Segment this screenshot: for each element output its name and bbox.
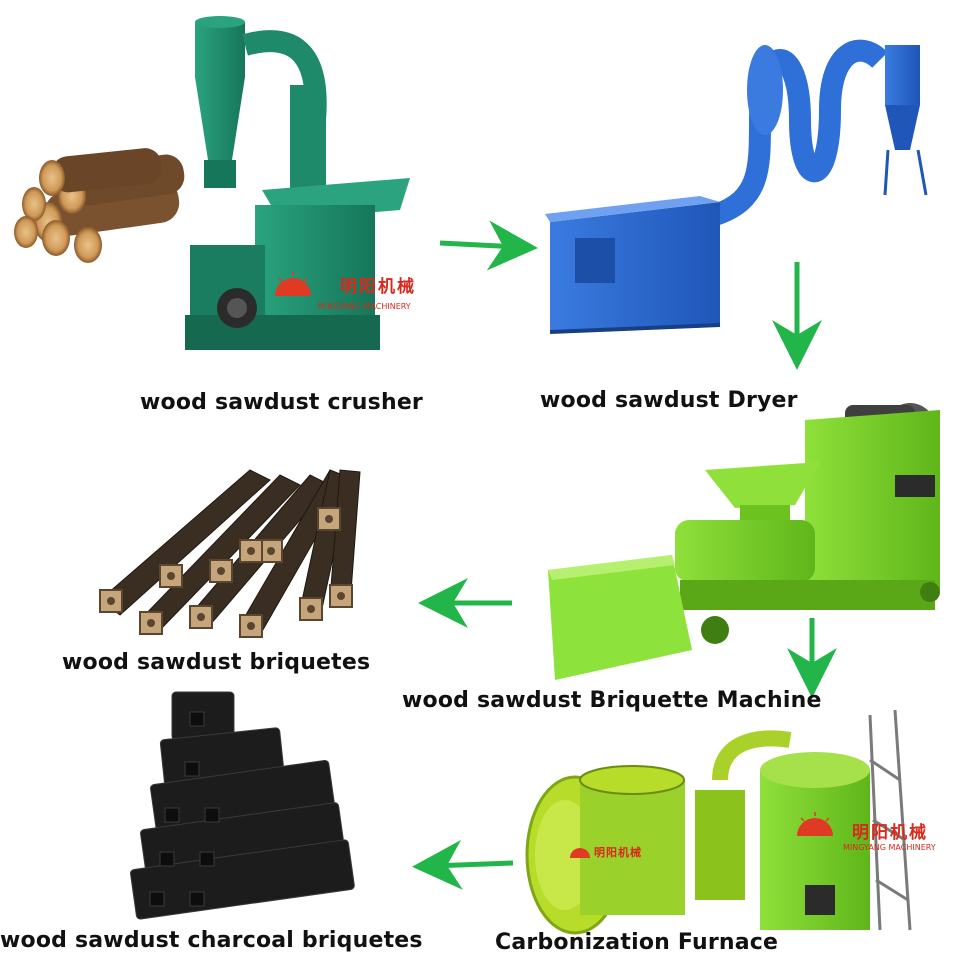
label-briquette-machine: wood sawdust Briquette Machine	[402, 688, 822, 713]
briquette-machine-illustration	[548, 403, 940, 680]
watermark-chinese-crusher: 明阳机械	[340, 277, 416, 297]
wood-logs-illustration	[14, 148, 185, 263]
label-carbonization-furnace: Carbonization Furnace	[495, 930, 779, 955]
arrow-furnace-to-charcoal	[412, 839, 514, 890]
label-crusher: wood sawdust crusher	[140, 390, 423, 415]
brand-logo-furnace	[797, 812, 833, 836]
brand-logo-lid	[570, 848, 590, 858]
label-briquettes: wood sawdust briquetes	[62, 650, 371, 675]
watermark-english-crusher: MINGYANG MACHINERY	[318, 302, 411, 311]
label-charcoal-briquettes: wood sawdust charcoal briquetes	[0, 928, 423, 953]
brand-logo-crusher	[275, 272, 311, 296]
watermark-chinese-lid: 明阳机械	[594, 846, 642, 859]
watermark-english-furnace: MINGYANG MACHINERY	[843, 843, 936, 852]
briquettes-illustration	[99, 469, 361, 638]
charcoal-briquettes-illustration	[130, 691, 355, 920]
flow-arrows	[412, 220, 837, 890]
label-dryer: wood sawdust Dryer	[540, 388, 798, 413]
crusher-illustration	[185, 16, 410, 350]
dryer-illustration	[545, 39, 928, 334]
arrow-crusher-to-dryer	[439, 220, 538, 271]
watermark-chinese-furnace: 明阳机械	[852, 823, 928, 843]
